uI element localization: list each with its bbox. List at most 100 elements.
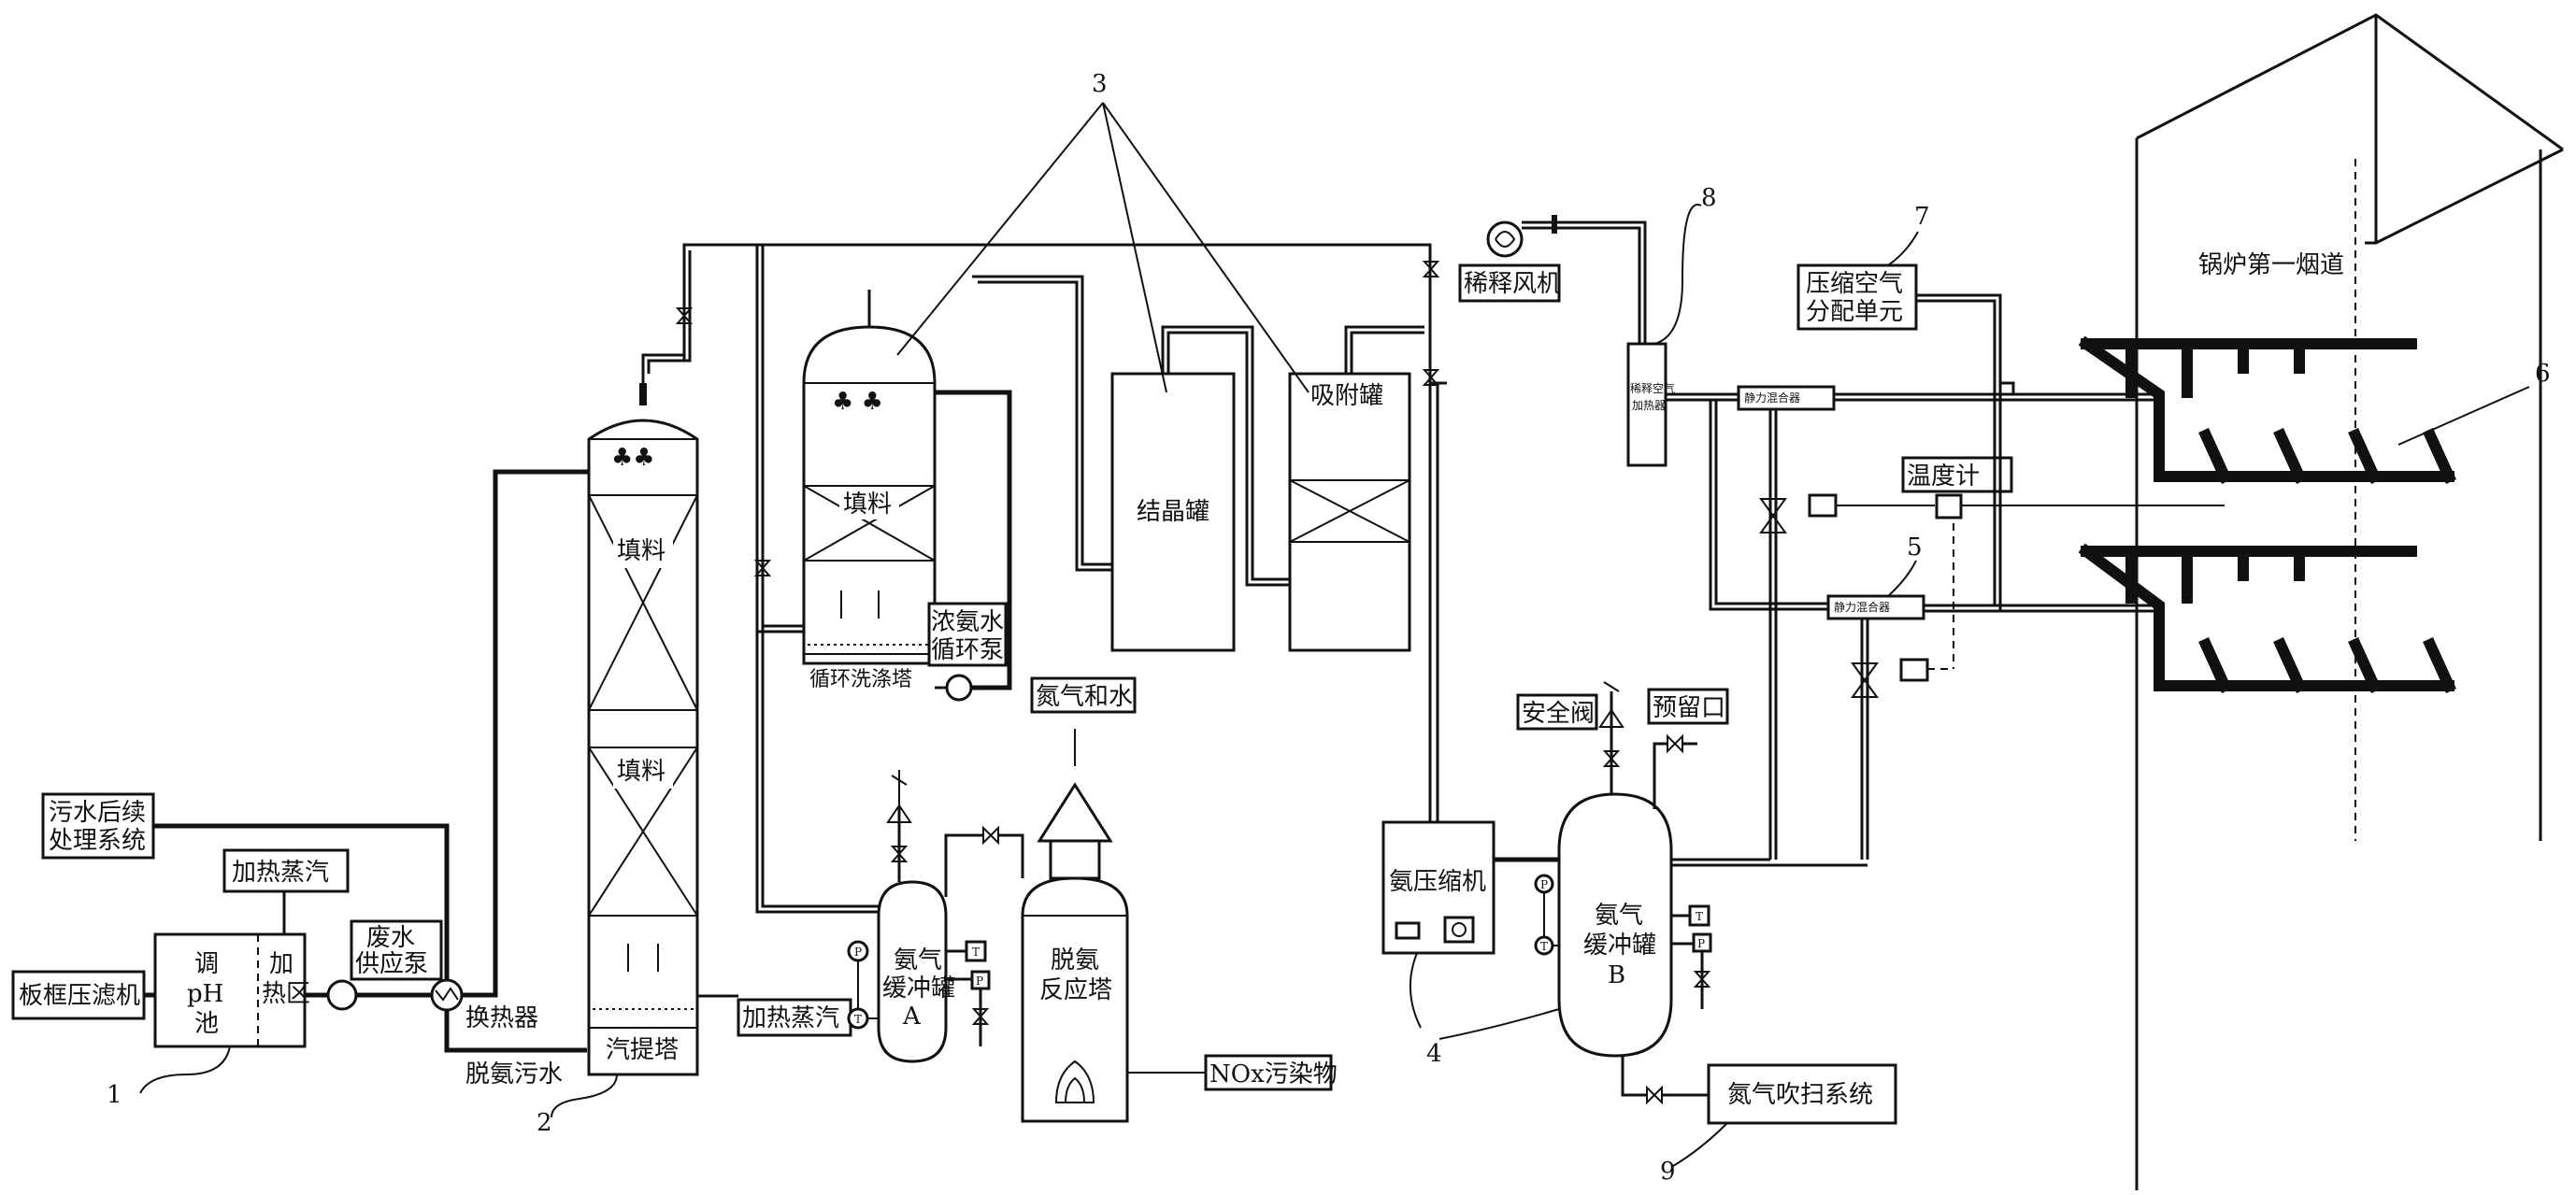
heating-steam-bottom: 加热蒸汽 [737, 998, 852, 1037]
gauge-p-b2: P [1697, 937, 1705, 950]
deammoniated-water-label: 脱氨污水 [465, 1060, 563, 1088]
valve-icon-1 [675, 307, 694, 324]
safety-valve-label: 安全阀 [1522, 700, 1595, 728]
callout-2: 2 [537, 1109, 552, 1137]
ph-tank-label-2: pH [187, 980, 223, 1008]
conc-pump-label-2: 循环泵 [931, 636, 1004, 664]
thermometer-label: 温度计 [1907, 462, 1980, 491]
stripper-packing-1-label: 填料 [617, 537, 665, 565]
dilution-air-heater: 稀释空气 加热器 [1626, 342, 1675, 467]
stripper-packing-2-label: 填料 [617, 758, 665, 786]
heat-exchanger-label: 换热器 [465, 1004, 538, 1032]
filter-press: 板框压滤机 [11, 970, 146, 1020]
buffer-a-label-3: A [902, 1003, 922, 1031]
recirc-pump-icon [945, 674, 973, 702]
flow-meter-2-icon [1899, 658, 1929, 682]
heating-steam-bottom-label: 加热蒸汽 [742, 1004, 839, 1032]
gauge-t-a: T [972, 946, 980, 959]
heat-zone-label-2: 热区 [262, 980, 310, 1008]
nox-label: NOx污染物 [1209, 1060, 1338, 1088]
safety-valve-b-icon [1598, 708, 1624, 728]
flow-meter-1-icon [1808, 493, 1838, 518]
gauge-t-b-left: T [1540, 940, 1548, 953]
wash-packing-label: 填料 [843, 491, 892, 519]
reserve-port-box: 预留口 [1647, 688, 1729, 725]
heater-label-2: 加热器 [1632, 399, 1666, 412]
callout-5: 5 [1907, 533, 1923, 562]
dilution-fan: 稀释风机 [1458, 221, 1561, 303]
heating-steam-top-label: 加热蒸汽 [232, 859, 329, 887]
stack-cap-icon [1037, 782, 1113, 843]
feed-pump-icon [326, 979, 358, 1011]
valve-icon-7 [982, 825, 999, 846]
callout-4: 4 [1426, 1040, 1442, 1068]
nox-box: NOx污染物 [1204, 1054, 1338, 1091]
compressed-air-label-1: 压缩空气 [1806, 270, 1903, 298]
injection-grid-upper [2078, 335, 2456, 484]
ammonia-compressor: 氨压缩机 [1381, 820, 1496, 955]
buffer-b-label-2: 缓冲罐 [1583, 932, 1656, 960]
valve-icon-2 [1422, 261, 1440, 277]
spray-icon-2: ♣ ♣ [832, 388, 883, 416]
callout-6: 6 [2535, 360, 2551, 388]
valve-icon-8 [1602, 750, 1621, 767]
crystal-tank-label: 结晶罐 [1137, 498, 1209, 526]
filter-press-label: 板框压滤机 [19, 982, 140, 1010]
valve-icon-6 [971, 1008, 990, 1025]
safety-valve-box: 安全阀 [1516, 693, 1598, 731]
n2-water-label: 氮气和水 [1036, 683, 1133, 711]
injection-grid-lower [2078, 543, 2456, 693]
heat-zone-label-1: 加 [269, 950, 293, 978]
gauge-t-a-left: T [854, 1013, 862, 1026]
feed-pump-label: 废水 供应泵 [350, 919, 443, 981]
sewage-followup-label-2: 处理系统 [49, 827, 146, 855]
adsorb-tank-label: 吸附罐 [1310, 382, 1383, 410]
conc-ammonia-pump-label: 浓氨水 循环泵 [927, 602, 1008, 667]
conc-pump-label-1: 浓氨水 [931, 608, 1004, 636]
fan-icon [1486, 221, 1524, 258]
gauge-t-b: T [1696, 910, 1703, 923]
valve-icon-3 [1422, 369, 1440, 386]
buffer-b-label-3: B [1608, 961, 1625, 989]
callout-1: 1 [107, 1081, 122, 1109]
crystal-tank: 结晶罐 [1110, 372, 1236, 652]
valve-icon-9 [1667, 733, 1683, 754]
flame-icon [1054, 1060, 1095, 1103]
boiler-flue-label: 锅炉第一烟道 [2198, 251, 2344, 279]
callout-9: 9 [1660, 1158, 1676, 1186]
feed-pump-label-1: 废水 [366, 924, 415, 952]
ph-tank: 调 pH 池 加 热区 [153, 932, 310, 1048]
ammonia-buffer-tank-b: 氨气 缓冲罐 B [1557, 792, 1673, 1058]
gauge-p-b: P [1540, 878, 1548, 891]
heater-label-1: 稀释空气 [1630, 381, 1675, 395]
buffer-b-label-1: 氨气 [1595, 902, 1643, 930]
gauge-p-a: P [854, 946, 862, 959]
wash-tower-label: 循环洗涤塔 [809, 668, 912, 691]
reserve-port-label: 预留口 [1653, 694, 1725, 722]
compressed-air-unit: 压缩空气 分配单元 [1796, 263, 1918, 331]
static-mixer-2: 静力混合器 [1826, 594, 1925, 620]
ph-tank-label-3: 池 [194, 1010, 219, 1038]
ph-tank-label-1: 调 [194, 950, 219, 978]
thermometer-sensor-icon [1935, 493, 1963, 519]
n2-purge-label: 氮气吹扫系统 [1727, 1081, 1873, 1109]
valve-icon-11 [1646, 1085, 1663, 1105]
static-mixer-2-label: 静力混合器 [1834, 600, 1890, 614]
static-mixer-1-label: 静力混合器 [1744, 391, 1800, 405]
boiler-flue: 锅炉第一烟道 [2135, 13, 2564, 1190]
denitration-reactor: 脱氨 反应塔 [1021, 876, 1129, 1123]
buffer-a-label-2: 缓冲罐 [882, 974, 955, 1003]
ammonia-buffer-tank-a: 氨气 缓冲罐 A [877, 880, 955, 1063]
dilution-fan-label: 稀释风机 [1464, 270, 1561, 298]
n2-water-box: 氮气和水 [1030, 676, 1137, 714]
callout-3: 3 [1092, 70, 1108, 98]
gauge-p-a2: P [976, 974, 983, 988]
wash-tower: ♣ ♣ 填料 循环洗涤塔 [802, 325, 937, 691]
sewage-followup-box: 污水后续 处理系统 [41, 792, 155, 860]
n2-purge-box: 氮气吹扫系统 [1707, 1063, 1897, 1125]
callout-8: 8 [1701, 184, 1717, 212]
buffer-a-label-1: 氨气 [894, 946, 942, 974]
adsorb-tank: 吸附罐 [1288, 372, 1411, 652]
